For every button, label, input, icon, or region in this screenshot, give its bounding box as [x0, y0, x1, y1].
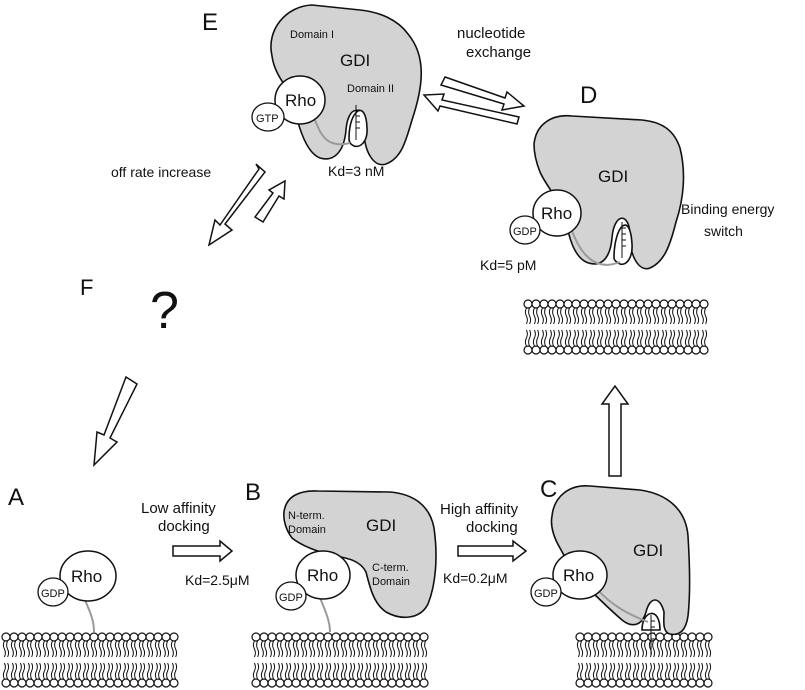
gdp-b [275, 581, 307, 611]
panel-e-letter: E [202, 9, 218, 36]
gdp-label-b: GDP [279, 592, 303, 604]
rho-label-c: Rho [563, 566, 594, 585]
panel-a: A Rho GDP [8, 484, 117, 633]
arrow-e-to-f [207, 163, 267, 247]
membrane-a [1, 632, 179, 688]
panel-b-letter: B [245, 479, 261, 506]
panel-a-letter: A [8, 484, 24, 511]
gdp-a [37, 577, 69, 607]
panel-b: B GDI N-term. Domain C-term. Domain Rho … [245, 479, 437, 633]
gdi-label-c: GDI [633, 541, 663, 560]
gdp-d [509, 215, 541, 245]
gdi-label-d: GDI [598, 167, 628, 186]
rho-a [59, 550, 117, 602]
arrow-e-to-d [439, 76, 526, 111]
gdi-label-e: GDI [340, 51, 370, 70]
rho-label-e: Rho [285, 91, 316, 110]
panel-d: D GDI Rho GDP Kd=5 pM Binding energy swi… [480, 82, 778, 273]
gdp-label-d: GDP [513, 226, 537, 238]
arrow-a-to-b [172, 539, 234, 563]
membrane-d [523, 299, 709, 355]
kd-label-e: Kd=3 nM [328, 163, 384, 179]
rho-b [295, 550, 351, 600]
rho-label-b: Rho [307, 566, 338, 585]
off-rate-label: off rate increase [111, 164, 211, 180]
rho-e [274, 75, 326, 125]
gdp-label-a: GDP [41, 588, 65, 600]
panel-e: E GDI Domain I Domain II Rho GTP Kd=3 nM [202, 4, 423, 179]
membrane-c [575, 632, 713, 688]
domain-ii-label: Domain II [347, 83, 394, 95]
arrow-d-to-e [422, 93, 520, 125]
kd-label-d: Kd=5 pM [480, 257, 536, 273]
gdp-c [530, 577, 562, 607]
c-term-domain-label: C-term. Domain [372, 562, 412, 588]
nucleotide-exchange-label: nucleotide exchange [457, 25, 531, 61]
gdi-label-b: GDI [366, 516, 396, 535]
gdi-protein-e [270, 4, 423, 166]
rho-label-a: Rho [71, 567, 102, 586]
panel-f: F ? [80, 275, 179, 340]
kd-b-to-c: Kd=0.2μM [443, 570, 508, 586]
domain-i-label: Domain I [290, 29, 334, 41]
kd-a-to-b: Kd=2.5μM [185, 572, 250, 588]
high-affinity-label: High affinity docking [440, 501, 522, 536]
binding-energy-label: Binding energy switch [681, 201, 778, 239]
panel-d-letter: D [580, 82, 597, 109]
rho-d [532, 189, 582, 237]
panel-f-letter: F [80, 275, 93, 300]
panel-c: C GDI Rho GDP [530, 476, 691, 655]
low-affinity-label: Low affinity docking [141, 500, 220, 535]
rho-c [552, 550, 608, 600]
question-mark: ? [150, 282, 179, 340]
n-term-domain-label: N-term. Domain [288, 510, 328, 536]
gdi-protein-b [283, 490, 437, 619]
gdp-label-c: GDP [534, 588, 558, 600]
arrow-f-to-e [253, 179, 286, 224]
rho-label-d: Rho [541, 204, 572, 223]
gtp-label-e: GTP [256, 113, 279, 125]
arrow-b-to-c [457, 539, 528, 563]
arrow-f-to-a [93, 375, 138, 467]
binding-pocket-d [613, 224, 633, 266]
gtp-e [251, 102, 285, 132]
membrane-b [251, 632, 429, 688]
arrow-c-to-d [600, 384, 630, 477]
panel-c-letter: C [540, 476, 557, 503]
